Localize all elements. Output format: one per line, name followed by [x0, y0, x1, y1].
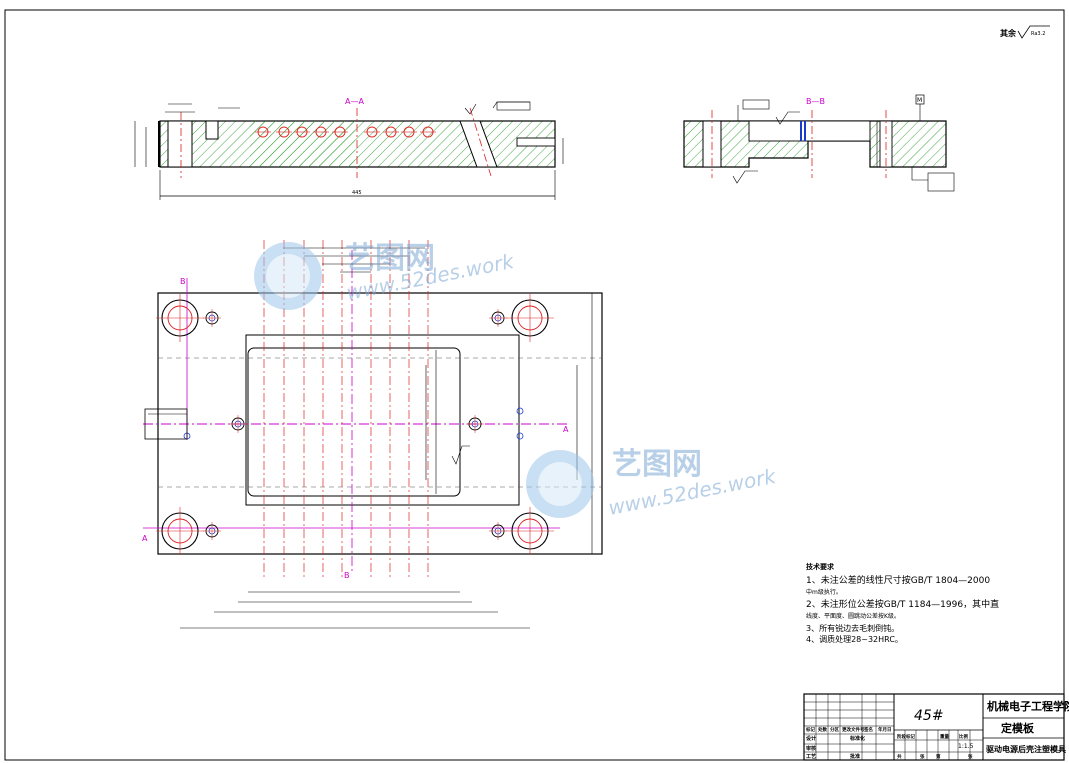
technical-notes: 技术要求 1、未注公差的线性尺寸按GB/T 1804—2000 中m级执行。 2…: [806, 562, 999, 644]
svg-text:1:1.5: 1:1.5: [958, 743, 974, 750]
sheet-border: [4, 9, 1065, 761]
svg-text:A—A: A—A: [345, 97, 364, 106]
svg-text:中m级执行。: 中m级执行。: [806, 588, 842, 596]
svg-text:其余: 其余: [1000, 28, 1017, 38]
svg-text:A: A: [142, 534, 148, 543]
svg-text:签名: 签名: [863, 726, 873, 733]
svg-text:共: 共: [897, 753, 902, 760]
svg-text:A: A: [563, 425, 569, 434]
section-aa-view: A—A 445: [134, 97, 564, 200]
svg-text:张: 张: [968, 753, 973, 760]
svg-text:驱动电源后壳注塑模具: 驱动电源后壳注塑模具: [986, 744, 1066, 754]
svg-text:批准: 批准: [850, 753, 860, 760]
pin-hole: [516, 407, 524, 415]
title-block: 45# 机械电子工程学院 定模板 驱动电源后壳注塑模具 1:1.5 标记 处数 …: [803, 693, 1069, 761]
svg-text:B: B: [180, 277, 186, 286]
section-bb-view: B—B M: [683, 94, 955, 192]
svg-text:处数: 处数: [817, 726, 827, 733]
svg-text:1、未注公差的线性尺寸按GB/T 1804—2000: 1、未注公差的线性尺寸按GB/T 1804—2000: [806, 574, 990, 586]
svg-text:阶段标记: 阶段标记: [897, 733, 915, 740]
svg-text:更改文件号: 更改文件号: [842, 726, 865, 733]
svg-text:B—B: B—B: [806, 97, 825, 106]
svg-text:B: B: [344, 571, 350, 580]
watermark-logo: 艺图网 www.52des.work: [526, 447, 779, 520]
svg-text:艺图网: 艺图网: [612, 447, 702, 482]
svg-text:线度、平面度、圆跳动公差按K级。: 线度、平面度、圆跳动公差按K级。: [806, 612, 900, 620]
svg-text:标记: 标记: [805, 726, 815, 733]
svg-text:艺图网: 艺图网: [345, 241, 435, 276]
svg-text:重量: 重量: [940, 733, 949, 740]
svg-text:工艺: 工艺: [806, 753, 816, 760]
svg-text:技术要求: 技术要求: [806, 562, 835, 571]
svg-text:分区: 分区: [830, 726, 839, 733]
svg-text:审核: 审核: [806, 745, 816, 752]
svg-text:张: 张: [920, 753, 925, 760]
svg-text:第: 第: [936, 753, 941, 760]
svg-text:年月日: 年月日: [878, 726, 892, 733]
roughness-note: 其余 Ra3.2: [1000, 25, 1050, 39]
svg-text:4、调质处理28~32HRC。: 4、调质处理28~32HRC。: [806, 634, 903, 644]
svg-text:M: M: [917, 97, 922, 104]
pin-hole: [516, 432, 524, 440]
svg-text:445: 445: [352, 190, 362, 196]
svg-text:定模板: 定模板: [1001, 721, 1035, 735]
svg-text:2、未注形位公差按GB/T 1184—1996，其中直: 2、未注形位公差按GB/T 1184—1996，其中直: [806, 598, 999, 610]
svg-text:3、所有锐边去毛刺倒钝。: 3、所有锐边去毛刺倒钝。: [806, 623, 899, 633]
svg-text:比例: 比例: [959, 733, 968, 740]
svg-text:标准化: 标准化: [849, 735, 865, 742]
svg-text:机械电子工程学院: 机械电子工程学院: [987, 699, 1069, 713]
svg-text:45#: 45#: [914, 708, 944, 724]
svg-text:设计: 设计: [806, 735, 816, 742]
watermark-logo: 艺图网 www.52des.work: [254, 241, 517, 310]
svg-text:Ra3.2: Ra3.2: [1031, 31, 1045, 37]
plan-view: B B A A: [142, 240, 603, 629]
